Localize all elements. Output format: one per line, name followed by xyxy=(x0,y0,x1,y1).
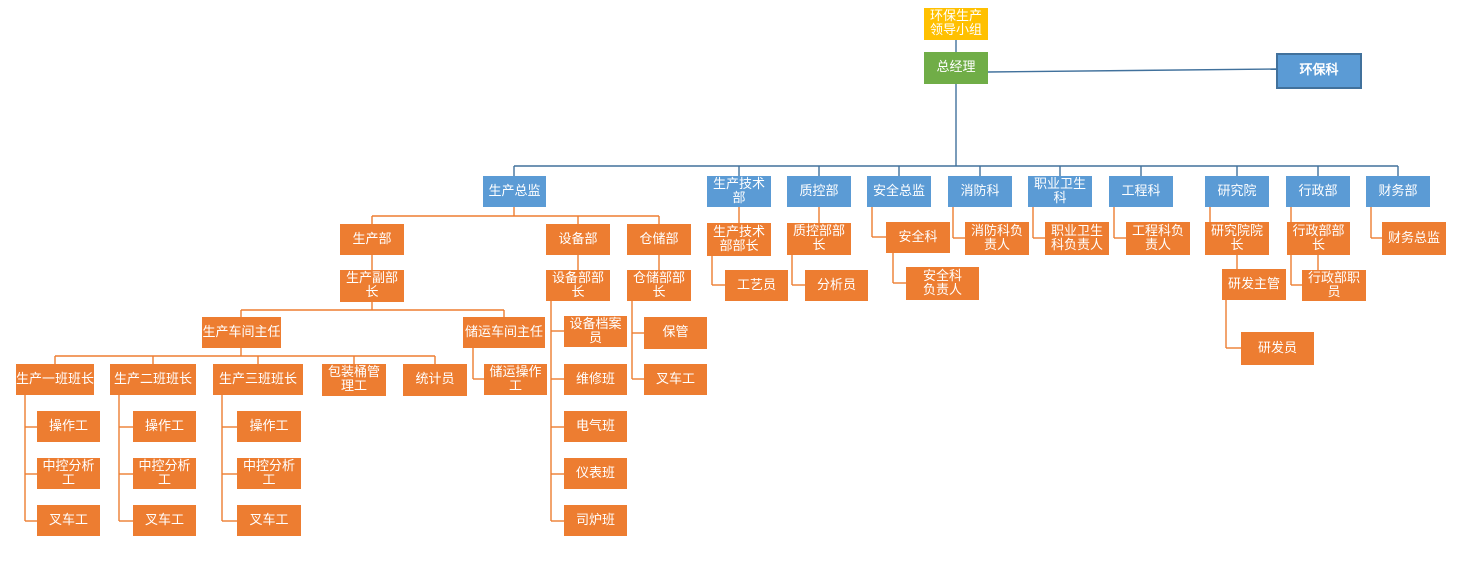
s2-operator-node: 操作工 xyxy=(133,411,196,442)
qc-head-node: 质控部部长 xyxy=(787,223,851,255)
admin-head-node: 行政部部长 xyxy=(1287,222,1350,255)
storage-head-node: 仓储部部长 xyxy=(627,270,691,301)
prod-tech-head-node: 生产技术部部长 xyxy=(707,223,771,256)
barrel-manager-node: 包装桶管理工 xyxy=(322,364,386,396)
boiler-team-node: 司炉班 xyxy=(564,505,627,536)
statistician-node: 统计员 xyxy=(403,364,467,396)
keeper-node: 保管 xyxy=(644,317,707,349)
s3-operator-node: 操作工 xyxy=(237,411,301,442)
transport-operator-node: 储运操作工 xyxy=(484,364,547,395)
fire-head-node: 消防科负责人 xyxy=(965,222,1029,255)
process-staff-node: 工艺员 xyxy=(725,270,788,301)
leader-group-node: 环保生产领导小组 xyxy=(924,8,988,40)
shift2-leader-node: 生产二班班长 xyxy=(110,364,196,395)
s1-analyst-node: 中控分析工 xyxy=(37,458,100,489)
workshop-director-node: 生产车间主任 xyxy=(202,317,281,348)
research-institute-node: 研究院 xyxy=(1205,176,1269,207)
equip-archivist-node: 设备档案员 xyxy=(564,316,627,347)
equip-dept-node: 设备部 xyxy=(546,224,610,255)
rd-supervisor-node: 研发主管 xyxy=(1222,269,1286,300)
maintenance-team-node: 维修班 xyxy=(564,364,627,395)
safety-head-node: 安全科负责人 xyxy=(906,267,979,300)
s3-analyst-node: 中控分析工 xyxy=(237,458,301,489)
forklift-storage-node: 叉车工 xyxy=(644,364,707,395)
storage-dept-node: 仓储部 xyxy=(627,224,691,255)
equip-head-node: 设备部部长 xyxy=(546,270,610,301)
prod-deputy-head-node: 生产副部长 xyxy=(340,270,404,302)
prod-dept-node: 生产部 xyxy=(340,224,404,255)
prod-tech-dept-node: 生产技术部 xyxy=(707,176,771,207)
s2-forklift-node: 叉车工 xyxy=(133,505,196,536)
finance-director-node: 财务总监 xyxy=(1382,222,1446,255)
safety-director-node: 安全总监 xyxy=(867,176,931,207)
occ-health-section-node: 职业卫生科 xyxy=(1028,176,1092,207)
env-section-node: 环保科 xyxy=(1276,53,1362,89)
prod-director-node: 生产总监 xyxy=(483,176,546,207)
instrument-team-node: 仪表班 xyxy=(564,458,627,489)
engineering-head-node: 工程科负责人 xyxy=(1126,222,1190,255)
research-dean-node: 研究院院长 xyxy=(1205,222,1269,255)
s3-forklift-node: 叉车工 xyxy=(237,505,301,536)
qc-dept-node: 质控部 xyxy=(787,176,851,207)
s1-forklift-node: 叉车工 xyxy=(37,505,100,536)
admin-staff-node: 行政部职员 xyxy=(1302,270,1366,301)
safety-section-node: 安全科 xyxy=(886,222,950,253)
general-manager-node: 总经理 xyxy=(924,52,988,84)
s1-operator-node: 操作工 xyxy=(37,411,100,442)
rd-staff-node: 研发员 xyxy=(1241,332,1314,365)
shift3-leader-node: 生产三班班长 xyxy=(213,364,303,395)
engineering-section-node: 工程科 xyxy=(1109,176,1173,207)
shift1-leader-node: 生产一班班长 xyxy=(16,364,94,395)
occ-health-head-node: 职业卫生科负责人 xyxy=(1045,222,1109,255)
analyst-node: 分析员 xyxy=(805,270,868,301)
fire-section-node: 消防科 xyxy=(948,176,1012,207)
s2-analyst-node: 中控分析工 xyxy=(133,458,196,489)
transport-director-node: 储运车间主任 xyxy=(463,317,545,348)
finance-dept-node: 财务部 xyxy=(1366,176,1430,207)
electrical-team-node: 电气班 xyxy=(564,411,627,442)
admin-dept-node: 行政部 xyxy=(1286,176,1350,207)
